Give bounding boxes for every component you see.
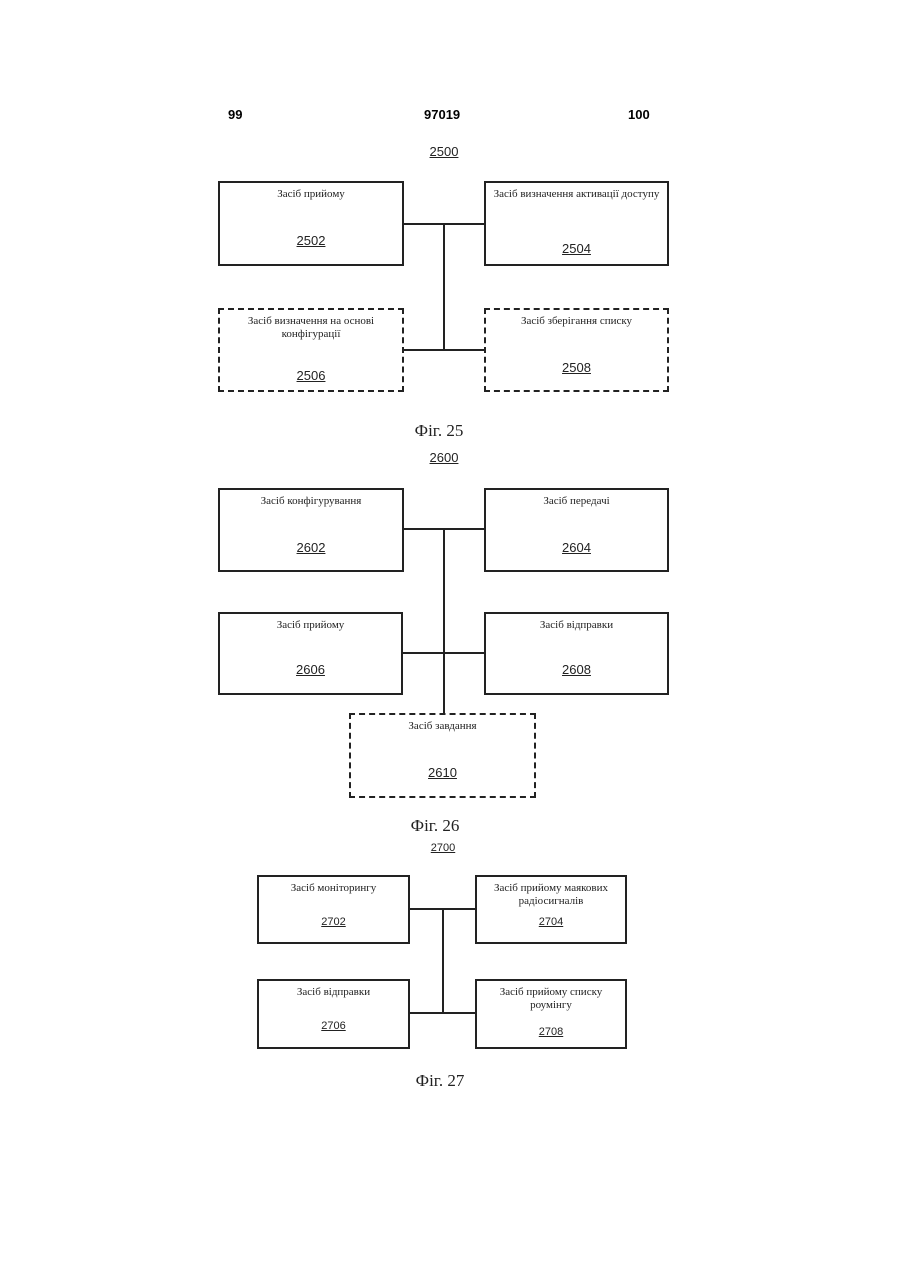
figure-id-2700: 2700 [413, 842, 473, 854]
block-label: Засіб прийому списку роумінгу [481, 986, 621, 1012]
block-number: 2708 [477, 1026, 625, 1038]
block-2704: Засіб прийому маякових радіосигналів 270… [475, 875, 627, 944]
block-number: 2702 [259, 916, 408, 928]
figure-caption: Фіг. 27 [390, 1071, 490, 1091]
block-label: Засіб прийому маякових радіосигналів [481, 882, 621, 908]
block-2706: Засіб відправки 2706 [257, 979, 410, 1049]
block-label: Засіб моніторингу [263, 882, 404, 895]
block-number: 2704 [477, 916, 625, 928]
block-2708: Засіб прийому списку роумінгу 2708 [475, 979, 627, 1049]
figure-27-connectors [0, 0, 901, 1100]
figure-27: 2700 Засіб моніторингу 2702 Засіб прийом… [0, 0, 901, 1100]
block-number: 2706 [259, 1020, 408, 1032]
block-2702: Засіб моніторингу 2702 [257, 875, 410, 944]
block-label: Засіб відправки [263, 986, 404, 999]
